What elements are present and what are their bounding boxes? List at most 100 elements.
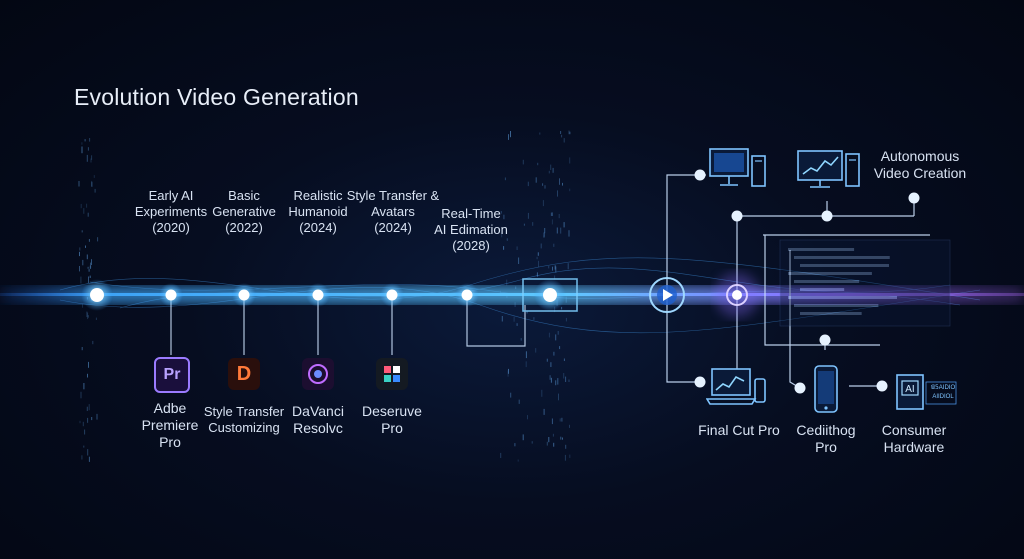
data-stream-particle: [535, 177, 537, 183]
network-junction-node: [876, 380, 888, 392]
data-stream-particle: [506, 279, 508, 286]
code-line-decoration: [794, 256, 890, 259]
timeline-beam: [0, 287, 1024, 303]
style-transfer-icon-text: D: [236, 362, 252, 385]
data-stream-particle: [85, 245, 86, 248]
data-stream-particle: [559, 346, 561, 350]
milestone-label: Real-Time AI Edimation (2028): [434, 206, 508, 253]
data-stream-particle: [558, 214, 560, 219]
output-label-consumer-hardware: Consumer Hardware: [881, 422, 947, 455]
data-stream-particle: [551, 418, 553, 425]
data-stream-particle: [540, 243, 542, 249]
data-stream-particle: [514, 443, 516, 447]
data-stream-particle: [561, 417, 563, 422]
data-stream-particle: [565, 317, 567, 322]
data-stream-particle: [569, 424, 570, 428]
network-junction-node: [694, 376, 706, 388]
data-stream-particle: [91, 182, 93, 187]
timeline-node: [306, 283, 330, 307]
data-stream-particle: [80, 276, 82, 284]
data-stream-particle: [79, 266, 80, 272]
data-stream-particle: [525, 351, 527, 359]
data-stream-particle: [537, 252, 539, 256]
data-stream-particle: [531, 441, 533, 444]
data-stream-particle: [527, 212, 529, 219]
data-stream-particle: [563, 222, 565, 228]
deseruve-pro-icon: [376, 358, 408, 390]
data-stream-particle: [95, 317, 97, 320]
code-line-decoration: [794, 280, 860, 283]
data-stream-particle: [568, 230, 570, 237]
tool-connectors: [170, 295, 393, 355]
data-stream-particle: [543, 235, 545, 238]
data-stream-particle: [554, 265, 556, 270]
data-stream-particle: [560, 227, 562, 234]
data-stream-particle: [86, 406, 88, 411]
data-stream-particle: [560, 131, 562, 134]
data-stream-particle: [568, 130, 570, 135]
tool-label: DaVanci Resolvc: [292, 403, 344, 436]
data-stream-particle: [543, 408, 545, 415]
data-stream-particle: [548, 170, 550, 174]
code-line-decoration: [788, 272, 872, 275]
davinci-resolve-icon: [302, 358, 334, 390]
data-stream-particle: [80, 391, 82, 399]
data-stream-particle: [517, 459, 519, 462]
data-stream-particle: [551, 212, 553, 216]
data-stream-particle: [506, 238, 508, 241]
data-stream-particle: [541, 389, 543, 397]
data-stream-particle: [523, 223, 525, 226]
milestone-label: Style Transfer & Avatars (2024): [346, 188, 440, 235]
data-stream-particle: [536, 272, 538, 277]
data-stream-particle: [568, 379, 570, 382]
data-stream-particle: [87, 147, 89, 151]
ai-chip-text: AI: [905, 384, 914, 395]
data-stream-particle: [548, 437, 550, 443]
data-stream-particle: [82, 304, 83, 308]
code-line-decoration: [788, 248, 855, 251]
data-stream-particle: [86, 311, 88, 317]
purple-node-icon: [715, 273, 759, 317]
timeline-node: [534, 279, 566, 311]
data-stream-particle: [81, 347, 83, 351]
data-stream-particle: [564, 454, 566, 461]
data-stream-particle: [91, 180, 93, 187]
data-stream-particle: [554, 275, 556, 280]
data-stream-particle: [84, 139, 86, 142]
data-stream-particle: [79, 420, 81, 424]
style-transfer-app-icon: D: [228, 358, 260, 390]
code-panel-decoration: [779, 239, 951, 327]
data-stream-particle: [501, 316, 503, 322]
data-stream-particle: [542, 183, 544, 186]
data-stream-particle: [561, 306, 563, 310]
ai-chip-icon: AI: [896, 374, 957, 410]
data-stream-particle: [535, 348, 537, 353]
data-stream-particle: [539, 132, 541, 135]
data-stream-particle: [81, 455, 83, 460]
data-stream-particle: [546, 358, 548, 362]
data-stream-particle: [548, 266, 550, 269]
data-stream-particle: [550, 212, 552, 216]
laptop-chart-icon: [706, 368, 766, 405]
timeline-node: [232, 283, 256, 307]
data-stream-particle: [549, 375, 551, 380]
data-stream-particle: [560, 436, 562, 440]
data-stream-particle: [557, 331, 559, 335]
data-stream-particle: [559, 418, 561, 422]
data-stream-particle: [84, 429, 86, 435]
data-stream-particle: [80, 203, 82, 209]
data-stream-particle: [525, 361, 527, 368]
data-stream-particle: [87, 449, 89, 456]
data-stream-particle: [503, 214, 505, 220]
data-stream-particle: [516, 246, 518, 250]
desktop-chart-icon: [797, 150, 860, 188]
data-stream-particle: [89, 138, 91, 142]
data-stream-particle: [542, 200, 544, 207]
premiere-pro-icon: Pr: [154, 357, 190, 393]
data-stream-particle: [546, 441, 548, 446]
data-stream-particle: [79, 251, 80, 257]
data-stream-particle: [569, 454, 571, 458]
network-junction-node: [794, 382, 806, 394]
data-stream-particle: [508, 134, 509, 140]
